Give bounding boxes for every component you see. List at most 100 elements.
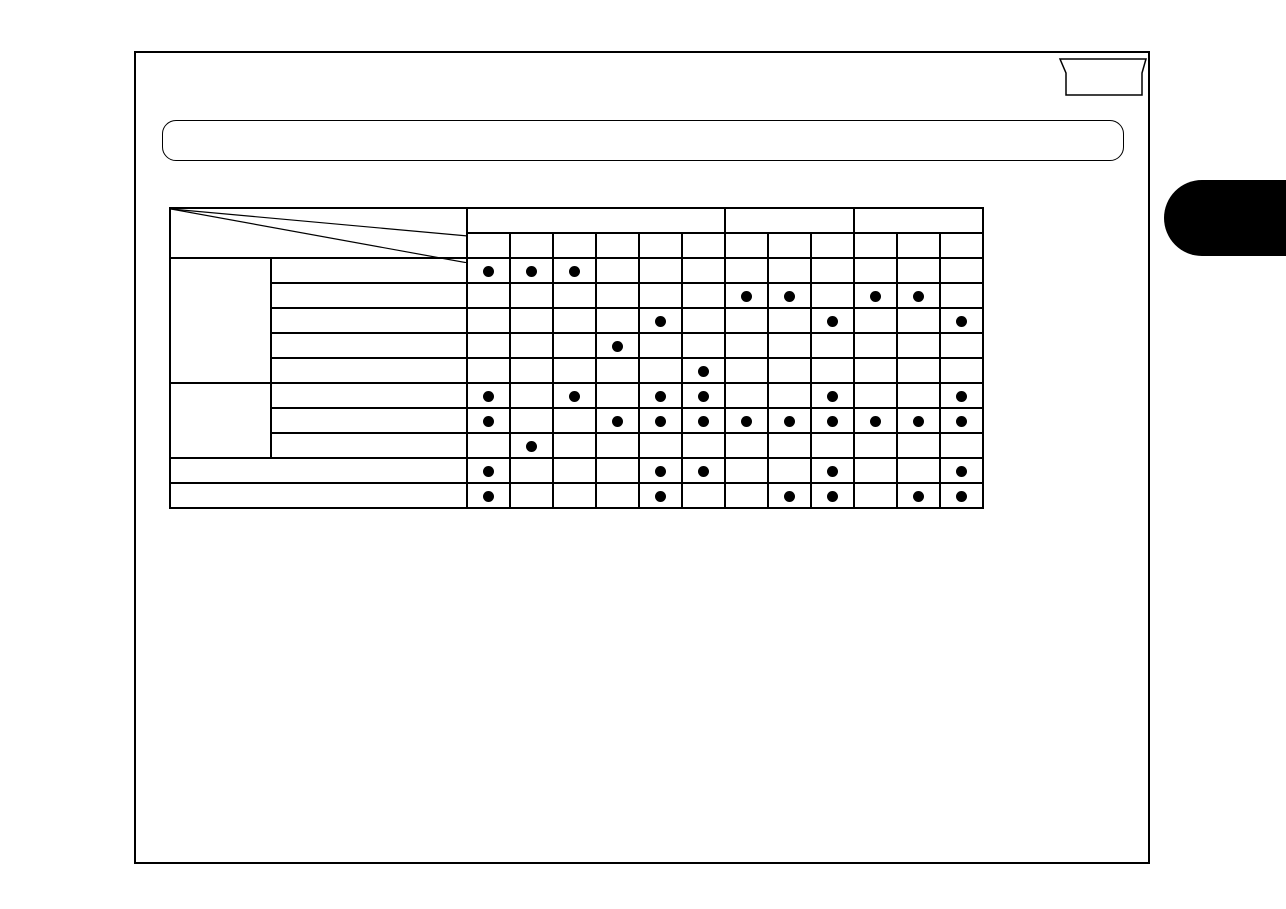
- matrix-cell: [466, 457, 511, 484]
- filled-dot-icon: [913, 490, 924, 502]
- filled-dot-icon: [827, 315, 838, 327]
- filled-dot-icon: [655, 315, 666, 327]
- filled-dot-icon: [784, 490, 795, 502]
- matrix-cell: [595, 457, 640, 484]
- subheader-cell: [767, 232, 812, 259]
- filled-dot-icon: [913, 290, 924, 302]
- filled-dot-icon: [741, 415, 752, 427]
- table-row: [169, 457, 984, 484]
- matrix-cell: [552, 457, 597, 484]
- matrix-cell: [681, 382, 726, 409]
- table-row: [169, 482, 984, 509]
- filled-dot-icon: [526, 440, 537, 452]
- matrix-cell: [638, 357, 683, 384]
- matrix-cell: [853, 407, 898, 434]
- matrix-cell: [552, 407, 597, 434]
- group-header-2: [724, 207, 855, 234]
- filled-dot-icon: [956, 315, 967, 327]
- matrix-cell: [767, 432, 812, 459]
- matrix-cell: [939, 282, 984, 309]
- matrix-cell: [853, 257, 898, 284]
- matrix-cell: [681, 257, 726, 284]
- filled-dot-icon: [483, 465, 494, 477]
- filled-dot-icon: [698, 465, 709, 477]
- filled-dot-icon: [483, 415, 494, 427]
- matrix-cell: [595, 257, 640, 284]
- filled-dot-icon: [827, 415, 838, 427]
- matrix-cell: [509, 257, 554, 284]
- matrix-cell: [810, 482, 855, 509]
- matrix-cell: [509, 432, 554, 459]
- matrix-cell: [853, 382, 898, 409]
- table-row: [169, 257, 984, 384]
- matrix-cell: [638, 257, 683, 284]
- row-label-cell: [270, 307, 468, 334]
- filled-dot-icon: [870, 415, 881, 427]
- filled-dot-icon: [827, 490, 838, 502]
- matrix-cell: [767, 257, 812, 284]
- subheader-cell: [552, 232, 597, 259]
- matrix-cell: [939, 382, 984, 409]
- subheader-cell: [810, 232, 855, 259]
- chapter-side-tab: [1164, 180, 1286, 256]
- matrix-cell: [724, 382, 769, 409]
- row-label-cell: [270, 407, 468, 434]
- matrix-cell: [767, 357, 812, 384]
- matrix-cell: [939, 407, 984, 434]
- matrix-cell: [810, 432, 855, 459]
- filled-dot-icon: [956, 490, 967, 502]
- matrix-cell: [939, 432, 984, 459]
- page-frame: [134, 51, 1150, 864]
- matrix-cell: [724, 407, 769, 434]
- row-label-cell: [270, 257, 468, 284]
- matrix-cell: [681, 282, 726, 309]
- filled-dot-icon: [569, 390, 580, 402]
- filled-dot-icon: [913, 415, 924, 427]
- filled-dot-icon: [655, 465, 666, 477]
- matrix-cell: [509, 457, 554, 484]
- matrix-cell: [595, 432, 640, 459]
- matrix-cell: [552, 432, 597, 459]
- filled-dot-icon: [784, 415, 795, 427]
- subheader-cell: [638, 232, 683, 259]
- filled-dot-icon: [827, 465, 838, 477]
- subheader-cell: [681, 232, 726, 259]
- matrix-cell: [810, 257, 855, 284]
- matrix-cell: [466, 407, 511, 434]
- matrix-cell: [552, 357, 597, 384]
- filled-dot-icon: [612, 340, 623, 352]
- matrix-cell: [509, 382, 554, 409]
- filled-dot-icon: [827, 390, 838, 402]
- matrix-cell: [509, 482, 554, 509]
- matrix-cell: [896, 482, 941, 509]
- matrix-cell: [681, 357, 726, 384]
- matrix-cell: [810, 407, 855, 434]
- matrix-cell: [552, 257, 597, 284]
- matrix-cell: [767, 482, 812, 509]
- matrix-cell: [681, 432, 726, 459]
- row-group-cell: [169, 382, 272, 459]
- matrix-cell: [638, 432, 683, 459]
- matrix-cell: [595, 482, 640, 509]
- filled-dot-icon: [483, 490, 494, 502]
- table-row: [170, 332, 984, 359]
- matrix-cell: [466, 332, 511, 359]
- filled-dot-icon: [698, 415, 709, 427]
- matrix-cell: [724, 432, 769, 459]
- filled-dot-icon: [870, 290, 881, 302]
- matrix-cell: [939, 357, 984, 384]
- subheader-cell: [853, 232, 898, 259]
- group-header-1: [466, 207, 726, 234]
- table-row: [170, 357, 984, 384]
- matrix-cell: [466, 357, 511, 384]
- matrix-cell: [853, 307, 898, 334]
- matrix-cell: [767, 457, 812, 484]
- table-row: [170, 407, 984, 434]
- matrix-cell: [509, 357, 554, 384]
- table-row: [169, 382, 984, 459]
- matrix-cell: [810, 382, 855, 409]
- matrix-cell: [681, 457, 726, 484]
- matrix-cell: [810, 357, 855, 384]
- subheader-cell: [466, 232, 511, 259]
- matrix-cell: [939, 307, 984, 334]
